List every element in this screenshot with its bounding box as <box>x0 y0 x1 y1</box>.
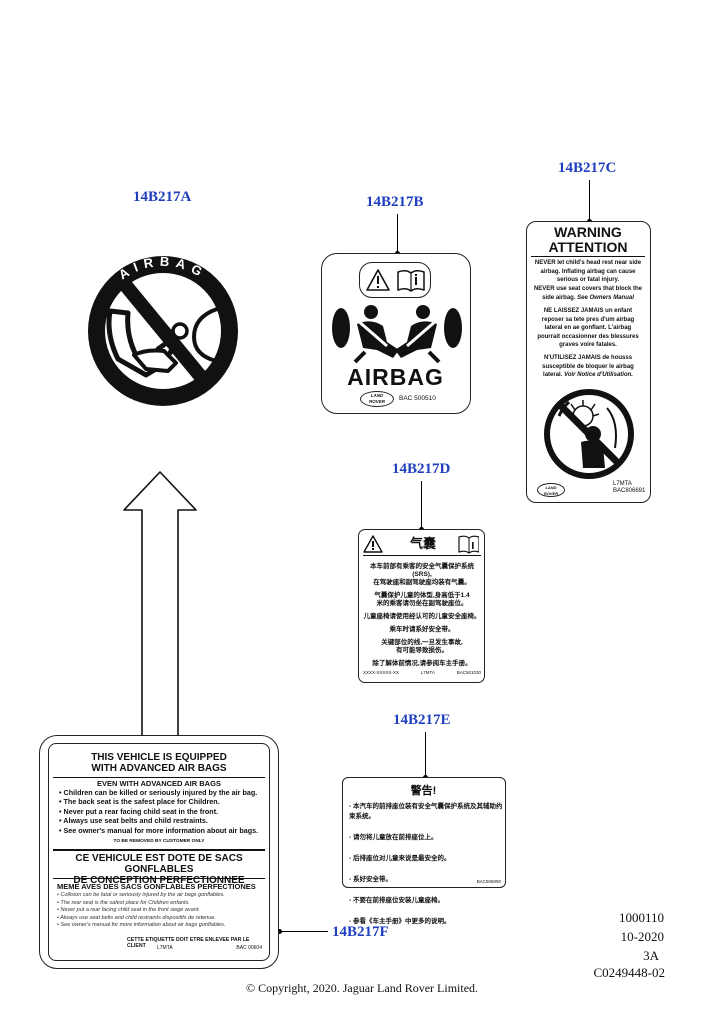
label-f-remove-note: TO BE REMOVED BY CUSTOMER ONLY <box>113 839 205 844</box>
land-rover-logo: LAND ROVER <box>360 391 394 407</box>
inflating-airbag-icon <box>191 307 218 363</box>
label-f-heading: THIS VEHICLE IS EQUIPPED WITH ADVANCED A… <box>91 752 227 774</box>
warning-symbol-box <box>359 262 431 298</box>
label-b-title: AIRBAG <box>347 364 444 390</box>
manual-book-icon <box>397 269 425 292</box>
label-d-header-icons <box>363 535 479 554</box>
label-d-text-block: 本车前部有乘客的安全气囊保护系统(SRS), 在驾驶座和副驾驶座均装有气囊。 气… <box>363 563 481 667</box>
label-d: 气囊 本车前部有乘客的安全气囊保护系统(SRS), 在驾驶座和副驾驶座均装有气囊… <box>358 529 485 683</box>
label-c-heading-attention: ATTENTION <box>548 239 628 255</box>
label-b-part-number: BAC 500510 <box>399 395 436 402</box>
label-e: 警告! - 本汽车的前排座位装有安全气囊保护系统及其辅助约束系统。 - 请勿将儿… <box>342 777 506 925</box>
callout-14b217b: 14B217B <box>366 194 424 210</box>
label-e-title: 警告! <box>410 785 437 797</box>
pointer-arrow <box>123 471 197 739</box>
label-f-french-subhead: MEME AVES DES SACS GONFLABLES PERFECTION… <box>57 882 256 891</box>
callout-14b217e: 14B217E <box>393 712 451 728</box>
label-c-heading-warning: WARNING <box>554 224 622 240</box>
label-b: AIRBAG LAND ROVER BAC 500510 <box>321 253 471 414</box>
copyright-notice: © Copyright, 2020. Jaguar Land Rover Lim… <box>245 981 479 995</box>
label-d-airbag-characters: 气囊 <box>409 536 436 551</box>
label-d-footer: XXXX-XXXXX-XX L7MTA BAC501030 <box>363 670 481 675</box>
label-c: WARNING ATTENTION NEVER let child's head… <box>526 221 651 503</box>
callout-14b217d: 14B217D <box>392 461 451 477</box>
warning-triangle-icon <box>363 535 383 553</box>
label-f-french-remove-note: CETTE ETIQUETTE DOIT ETRE ENLEVEE PAR LE… <box>127 937 250 949</box>
callout-14b217a: 14B217A <box>133 189 192 205</box>
reference-document-id: C0249448-02 <box>593 965 666 980</box>
callout-14b217c: 14B217C <box>558 160 617 176</box>
label-c-french-text-2: N'UTILISEZ JAMAIS de housss susceptible … <box>542 355 634 378</box>
label-e-code: BAC506090 <box>476 879 501 884</box>
manual-book-icon <box>458 535 479 554</box>
label-c-codes: L7MTA BAC806691 <box>613 481 646 494</box>
land-rover-logo: LAND ROVER <box>537 483 565 497</box>
reference-illustration-number: 1000110 <box>618 910 664 925</box>
warning-triangle-icon <box>366 269 390 291</box>
label-e-text-block: - 本汽车的前排座位装有安全气囊保护系统及其辅助约束系统。 - 请勿将儿童放在前… <box>349 803 503 925</box>
label-a-airbag-symbol: AIRBAG <box>88 254 238 406</box>
label-c-english-text-2: NEVER use seat covers that block the sid… <box>533 286 643 301</box>
label-f-bullets: • Children can be killed or seriously in… <box>59 788 259 835</box>
label-c-french-text-1: NE LAISSEZ JAMAIS un enfant reposer sa t… <box>537 308 639 348</box>
seated-passengers-airbag-icon <box>332 305 462 364</box>
reference-date: 10-2020 <box>620 929 664 944</box>
label-f-subhead: EVEN WITH ADVANCED AIR BAGS <box>97 779 221 788</box>
no-child-head-near-airbag-icon <box>544 389 634 479</box>
label-f-french-heading: CE VEHICULE EST DOTE DE SACS GONFLABLES … <box>73 853 245 886</box>
reference-revision: 3A <box>643 948 659 963</box>
label-c-english-text-1: NEVER let child's head rest near side ai… <box>534 260 642 283</box>
label-f-french-bullets: • Collision can be fatal or seriously in… <box>57 892 226 929</box>
callout-14b217f: 14B217F <box>332 924 389 940</box>
prohibition-slash-icon <box>116 276 212 388</box>
label-f: THIS VEHICLE IS EQUIPPED WITH ADVANCED A… <box>39 735 279 969</box>
